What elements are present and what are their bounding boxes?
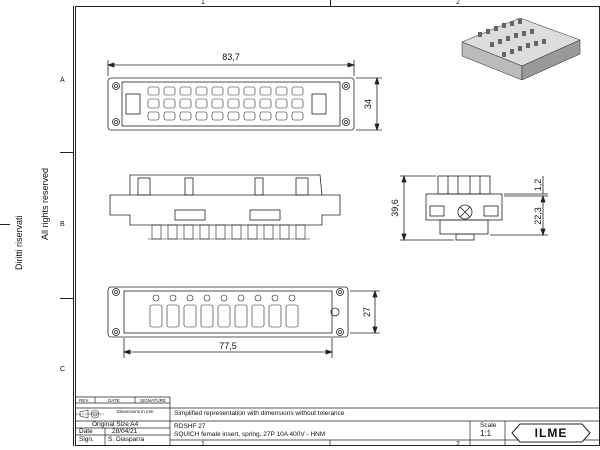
ilme-logo (511, 423, 591, 443)
side-view (400, 174, 548, 242)
zone-tick (330, 0, 331, 6)
dim-top-width: 83,7 (222, 52, 240, 62)
front-view (109, 174, 341, 240)
zone-divider-left (73, 6, 74, 446)
projection-symbol-icon (76, 409, 104, 419)
scale-label: Scale (480, 422, 497, 429)
zone-tick (60, 298, 74, 299)
part-description: SQUICH female insert, spring, 27P 10A 40… (174, 431, 326, 438)
signature-header: SIGNATURE (140, 398, 166, 403)
dim-bottom-width: 77,5 (219, 341, 237, 351)
bottom-view (107, 286, 380, 358)
ilme-logo-text: ILME (535, 426, 568, 440)
part-code: RDSHF 27 (174, 423, 206, 430)
zone-divider-top (75, 0, 600, 7)
dim-bottom-height: 27 (362, 307, 372, 317)
dim-side-small: 1,2 (533, 179, 543, 192)
dimensions-unit-label: Dimensions in mm (116, 409, 154, 414)
zone-column-1-top: 1 (201, 0, 205, 6)
top-view (106, 60, 382, 132)
dim-side-height: 39,6 (390, 199, 400, 217)
isometric-view (461, 17, 581, 81)
zone-row-c: C (60, 366, 66, 373)
side-mark (0, 224, 10, 225)
drawing-note: Simplified representation with dimension… (174, 410, 345, 417)
sign-label: Sign. (79, 436, 94, 443)
date-label: Date (79, 428, 93, 435)
date-value: 28/04/21 (112, 428, 138, 435)
rev-header: REV. (79, 398, 90, 403)
date-header: DATE (108, 398, 120, 403)
zone-column-2-top: 2 (456, 0, 460, 6)
zone-row-a: A (60, 77, 65, 84)
dim-side-lower: 22,3 (533, 207, 543, 225)
zone-column-2-bottom: 2 (456, 441, 460, 448)
scale-value: 1:1 (480, 429, 492, 438)
zone-row-b: B (60, 221, 65, 228)
zone-column-1-bottom: 1 (201, 441, 205, 448)
sign-value: S. Diasparra (108, 436, 145, 443)
zone-tick (60, 152, 74, 153)
dim-top-height: 34 (363, 99, 373, 109)
original-size: Original Size A4 (92, 421, 139, 428)
